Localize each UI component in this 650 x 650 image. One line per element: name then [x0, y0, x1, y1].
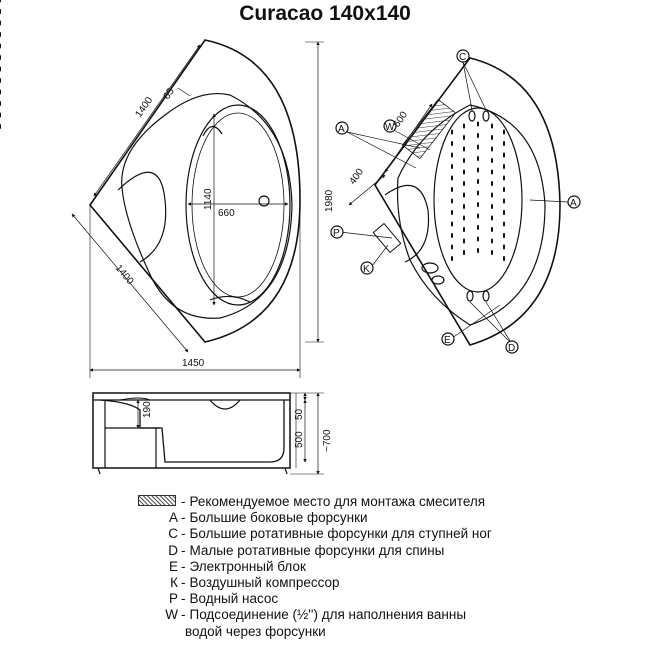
seat-contour	[117, 171, 167, 263]
legend-key: К	[170, 575, 178, 591]
headrest-bottom	[209, 295, 251, 303]
legend-row: К - Воздушный компрессор	[128, 575, 492, 591]
side-view	[92, 392, 324, 475]
callout-p: P	[333, 228, 340, 239]
tub-body-side	[99, 399, 285, 463]
pump-unit	[431, 275, 445, 285]
legend-desc: Большие ротативные форсунки для ступней …	[189, 526, 492, 542]
bath-basin	[185, 104, 291, 306]
top-view	[71, 39, 324, 378]
dim-step: 190	[142, 401, 153, 418]
dim-side-b: 1400	[113, 263, 136, 287]
legend-faucet-desc: Рекомендуемое место для монтажа смесител…	[189, 494, 486, 509]
legend-row: D - Малые ротативные форсунки для спины	[128, 543, 492, 559]
legend-key: A	[168, 510, 178, 526]
legend-key: W	[165, 607, 178, 623]
nozzle-seat	[384, 184, 430, 263]
callout-d: D	[508, 343, 515, 354]
legend-row: A - Большие боковые форсунки	[128, 510, 492, 526]
tub-outline-top	[88, 39, 301, 343]
tub-frame-side	[92, 392, 291, 469]
legend-key: E	[168, 558, 178, 574]
nozzle-basin	[433, 107, 523, 293]
compressor-box	[372, 222, 402, 254]
legend-desc: Электронный блок	[189, 558, 306, 574]
faucet-hatch-icon	[128, 495, 178, 506]
dim-side-rim: 50	[294, 408, 305, 420]
legend-desc-cont: водой через форсунки	[185, 623, 326, 639]
legend-desc: Малые ротативные форсунки для спины	[189, 542, 445, 558]
legend-desc: Подсоединение (½'') для наполнения ванны	[189, 607, 467, 623]
legend: - Рекомендуемое место для монтажа смесит…	[128, 494, 492, 640]
legend-row-w-cont: водой через форсунки	[128, 624, 492, 640]
legend-desc: Водный насос	[189, 591, 279, 607]
drain-icon	[258, 195, 270, 207]
dim-total-width: 1450	[182, 358, 205, 369]
dim-side-depth: 500	[294, 431, 305, 448]
legend-row-w: W - Подсоединение (½'') для наполнения в…	[128, 607, 492, 623]
callout-a-left: A	[338, 124, 345, 135]
legend-row: C - Большие ротативные форсунки для ступ…	[128, 526, 492, 542]
legend-desc: Большие боковые форсунки	[189, 510, 368, 526]
diagram-title: Curacao 140x140	[239, 2, 411, 25]
dim-height: 1980	[324, 189, 335, 212]
dim-nozzle-depth: 400	[347, 166, 366, 186]
legend-row: P - Водный насос	[128, 591, 492, 607]
callout-a-right: A	[570, 198, 577, 209]
dim-width: 660	[218, 208, 235, 219]
dim-side-height: ~700	[322, 429, 333, 452]
nozzle-view	[0, 0, 581, 354]
legend-key: C	[168, 526, 178, 542]
headrest-side	[209, 399, 241, 410]
callout-k: K	[363, 264, 370, 275]
legend-desc: Воздушный компрессор	[189, 575, 340, 591]
callout-e: E	[444, 335, 451, 346]
legend-key: D	[168, 542, 178, 558]
nozzle-grid	[0, 0, 505, 261]
callout-c: C	[459, 52, 466, 63]
electronic-unit	[421, 262, 439, 274]
legend-key: P	[168, 591, 178, 607]
legend-row-faucet: - Рекомендуемое место для монтажа смесит…	[128, 494, 492, 510]
technical-drawings: 1400 1400 65 1140 660 1980 1450	[0, 0, 581, 475]
tub-outline-nozzle	[374, 57, 561, 346]
legend-row: E - Электронный блок	[128, 559, 492, 575]
dim-depth: 1140	[203, 188, 214, 210]
callout-w: W	[385, 122, 395, 133]
